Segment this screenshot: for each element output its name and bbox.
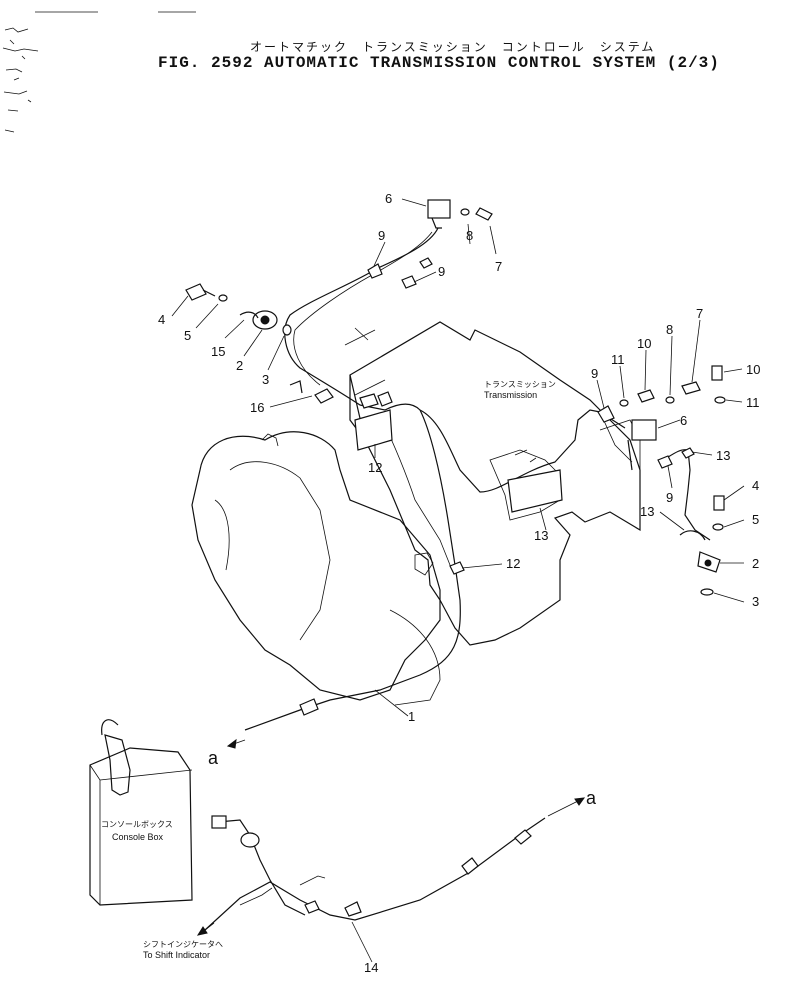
console-box-label-jp: コンソールボックス <box>101 820 173 829</box>
shift-indicator-cable <box>204 815 546 931</box>
solenoid-valve-top <box>427 199 451 219</box>
console-box <box>89 719 193 906</box>
callout-numbers: 6 9 8 7 9 4 5 15 2 3 16 12 9 11 10 8 7 1… <box>158 191 760 975</box>
bolt-right <box>713 495 725 511</box>
components <box>185 199 726 716</box>
bracket-mid <box>354 409 393 451</box>
callout-7-right: 7 <box>696 306 703 321</box>
callout-9-top: 9 <box>378 228 385 243</box>
callout-5-right: 5 <box>752 512 759 527</box>
callout-11-a: 11 <box>611 352 625 367</box>
bolt-right-top <box>711 365 723 381</box>
transmission-label: Transmission <box>484 390 537 400</box>
callout-12-mid: 12 <box>368 460 382 475</box>
callout-5-left: 5 <box>184 328 191 343</box>
callout-9-lower: 9 <box>666 490 673 505</box>
bolt-left <box>185 283 207 301</box>
callout-14: 14 <box>364 960 378 975</box>
callout-13-c: 13 <box>534 528 548 543</box>
callout-13-a: 13 <box>716 448 730 463</box>
o-ring-right <box>700 588 714 596</box>
callout-6-top: 6 <box>385 191 392 206</box>
bracket-13 <box>507 469 563 513</box>
callout-1: 1 <box>408 709 415 724</box>
engine-block <box>191 431 441 706</box>
arrow-a-left-label: a <box>208 748 219 768</box>
scan-artifacts <box>2 11 196 133</box>
callout-4-left: 4 <box>158 312 165 327</box>
callout-8-right: 8 <box>666 322 673 337</box>
transmission-label-jp: トランスミッション <box>484 380 556 389</box>
callout-8-top: 8 <box>466 228 473 243</box>
o-ring-left <box>282 324 292 336</box>
callout-11-b: 11 <box>746 395 760 410</box>
washer-left <box>218 294 228 302</box>
bolt-top <box>475 207 493 221</box>
text-labels: トランスミッション Transmission コンソールボックス Console… <box>101 380 597 960</box>
callout-15: 15 <box>211 344 225 359</box>
callout-3-right: 3 <box>752 594 759 609</box>
shift-indicator-label-jp: シフトインジケータへ <box>143 940 223 949</box>
callout-9-mid: 9 <box>438 264 445 279</box>
solenoid-valve-right <box>631 419 657 441</box>
callout-13-b: 13 <box>640 504 654 519</box>
callout-6-right: 6 <box>680 413 687 428</box>
leader-lines <box>171 198 745 963</box>
callout-10-b: 10 <box>746 362 760 377</box>
callout-3-left: 3 <box>262 372 269 387</box>
callout-4-right: 4 <box>752 478 759 493</box>
console-box-label: Console Box <box>112 832 164 842</box>
figure-title: FIG. 2592 AUTOMATIC TRANSMISSION CONTROL… <box>158 54 720 72</box>
shift-indicator-label: To Shift Indicator <box>143 950 210 960</box>
callout-10-a: 10 <box>637 336 651 351</box>
callout-12-low: 12 <box>506 556 520 571</box>
callout-2-right: 2 <box>752 556 759 571</box>
figure-title-japanese: オートマチック トランスミッション コントロール システム <box>250 40 656 54</box>
arrow-a-right-label: a <box>586 788 597 808</box>
callout-16: 16 <box>250 400 264 415</box>
callout-9-right: 9 <box>591 366 598 381</box>
callout-2-left: 2 <box>236 358 243 373</box>
washer-top <box>460 208 470 216</box>
callout-7-top: 7 <box>495 259 502 274</box>
